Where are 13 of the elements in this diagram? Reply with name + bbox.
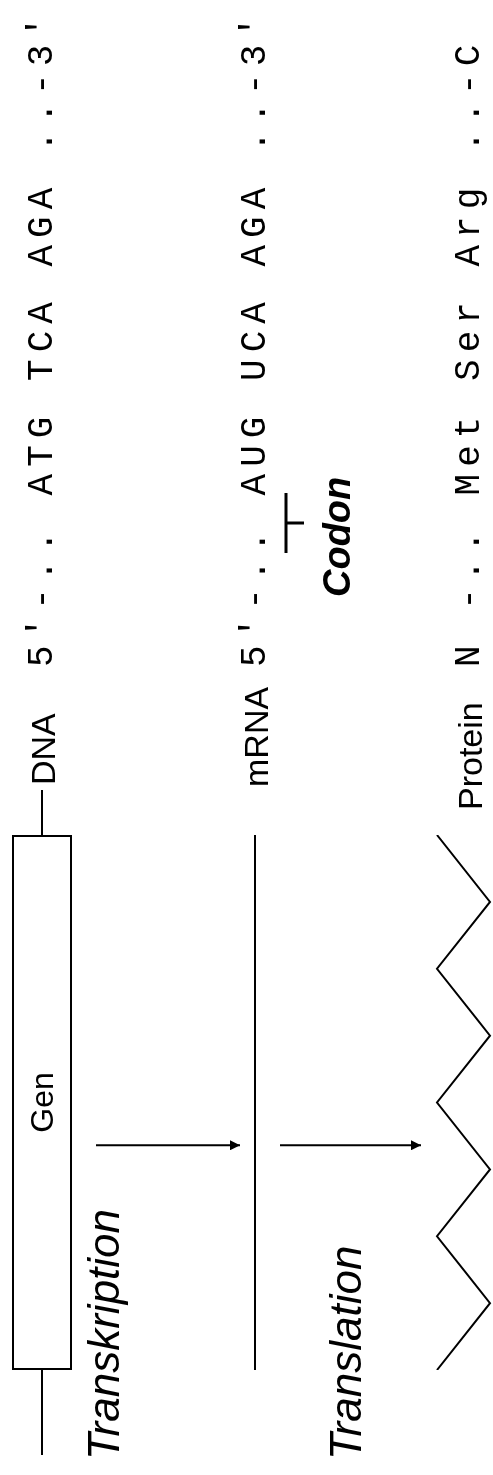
strand-label: DNA: [26, 713, 60, 785]
arrow: [95, 1140, 241, 1151]
strand-label: mRNA: [239, 686, 273, 787]
strand-label: Protein: [453, 702, 487, 810]
gene-box: Gen: [12, 835, 72, 1370]
edge-label: Transkription: [82, 1208, 126, 1460]
edge-label: Translation: [324, 1245, 368, 1460]
arrow: [279, 1140, 422, 1151]
protein-sequence: N -.. Met Ser Arg ..-C: [452, 37, 488, 667]
dna-sequence: 5'-.. ATG TCA AGA ..-3': [25, 9, 61, 667]
mrna-sequence: 5'-.. AUG UCA AGA ..-3': [238, 9, 274, 667]
protein-zigzag: [435, 835, 492, 1370]
codon-label: Codon: [318, 476, 356, 597]
